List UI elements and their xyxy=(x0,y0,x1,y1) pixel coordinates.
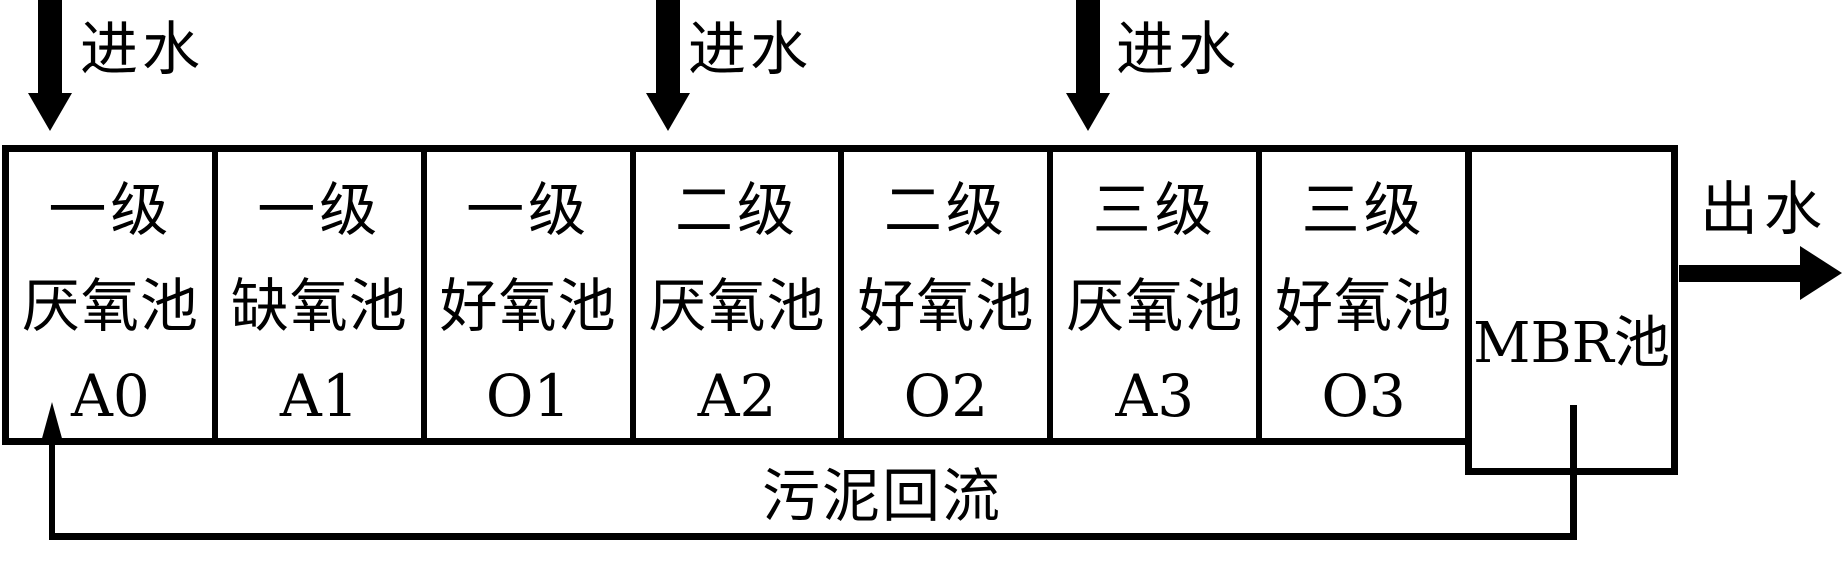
outflow-label: 出水 xyxy=(1700,175,1829,243)
tank-stage-label: 三级 xyxy=(1301,176,1426,244)
tank-cell-o2: 二级 好氧池 O2 xyxy=(844,152,1054,438)
inflow-label: 进水 xyxy=(80,15,205,83)
tank-code-label: A1 xyxy=(279,362,359,430)
tank-type-label: 好氧池 xyxy=(1275,272,1453,340)
tank-cell-a2: 二级 厌氧池 A2 xyxy=(636,152,845,438)
tank-code-label: O1 xyxy=(485,362,571,430)
tank-type-label: 厌氧池 xyxy=(648,272,826,340)
tank-cell-o1: 一级 好氧池 O1 xyxy=(427,152,636,438)
tank-stage-label: 三级 xyxy=(1092,176,1217,244)
sludge-return-label: 污泥回流 xyxy=(762,462,1003,530)
inflow-arrow-icon xyxy=(38,0,62,94)
outflow-arrowhead-icon xyxy=(1800,246,1842,300)
tank-type-label: 缺氧池 xyxy=(230,272,408,340)
inflow-arrowhead-icon xyxy=(28,93,72,131)
inflow-label: 进水 xyxy=(1116,15,1241,83)
inflow-arrowhead-icon xyxy=(1066,93,1110,131)
outflow-arrow-icon xyxy=(1679,265,1805,282)
tank-code-label: O2 xyxy=(903,362,989,430)
tank-code-label: A2 xyxy=(697,362,777,430)
sludge-return-line-bottom xyxy=(49,533,1577,540)
inflow-arrow-icon xyxy=(1076,0,1100,94)
tank-cell-a1: 一级 缺氧池 A1 xyxy=(218,152,427,438)
tank-type-label: 好氧池 xyxy=(439,272,617,340)
sludge-return-line-right xyxy=(1570,405,1577,540)
tank-row: 一级 厌氧池 A0 一级 缺氧池 A1 一级 好氧池 O1 二级 厌氧池 A2 … xyxy=(2,145,1472,445)
sludge-return-line-left xyxy=(49,443,55,537)
inflow-label: 进水 xyxy=(688,15,813,83)
tank-type-label: 厌氧池 xyxy=(1066,272,1244,340)
inflow-arrow-icon xyxy=(656,0,680,94)
tank-code-label: A3 xyxy=(1115,362,1195,430)
tank-type-label: 厌氧池 xyxy=(21,272,199,340)
tank-type-label: 好氧池 xyxy=(857,272,1035,340)
tank-stage-label: 一级 xyxy=(466,176,591,244)
tank-code-label: A0 xyxy=(71,362,150,430)
inflow-arrowhead-icon xyxy=(646,93,690,131)
sludge-return-arrowhead-icon xyxy=(41,402,63,442)
mbr-tank-label: MBR池 xyxy=(1473,311,1670,376)
tank-stage-label: 一级 xyxy=(257,176,382,244)
tank-cell-a0: 一级 厌氧池 A0 xyxy=(9,152,218,438)
tank-stage-label: 二级 xyxy=(883,176,1008,244)
tank-stage-label: 一级 xyxy=(48,176,173,244)
tank-stage-label: 二级 xyxy=(675,176,800,244)
tank-cell-o3: 三级 好氧池 O3 xyxy=(1262,152,1465,438)
tank-cell-a3: 三级 厌氧池 A3 xyxy=(1053,152,1263,438)
tank-code-label: O3 xyxy=(1321,362,1406,430)
